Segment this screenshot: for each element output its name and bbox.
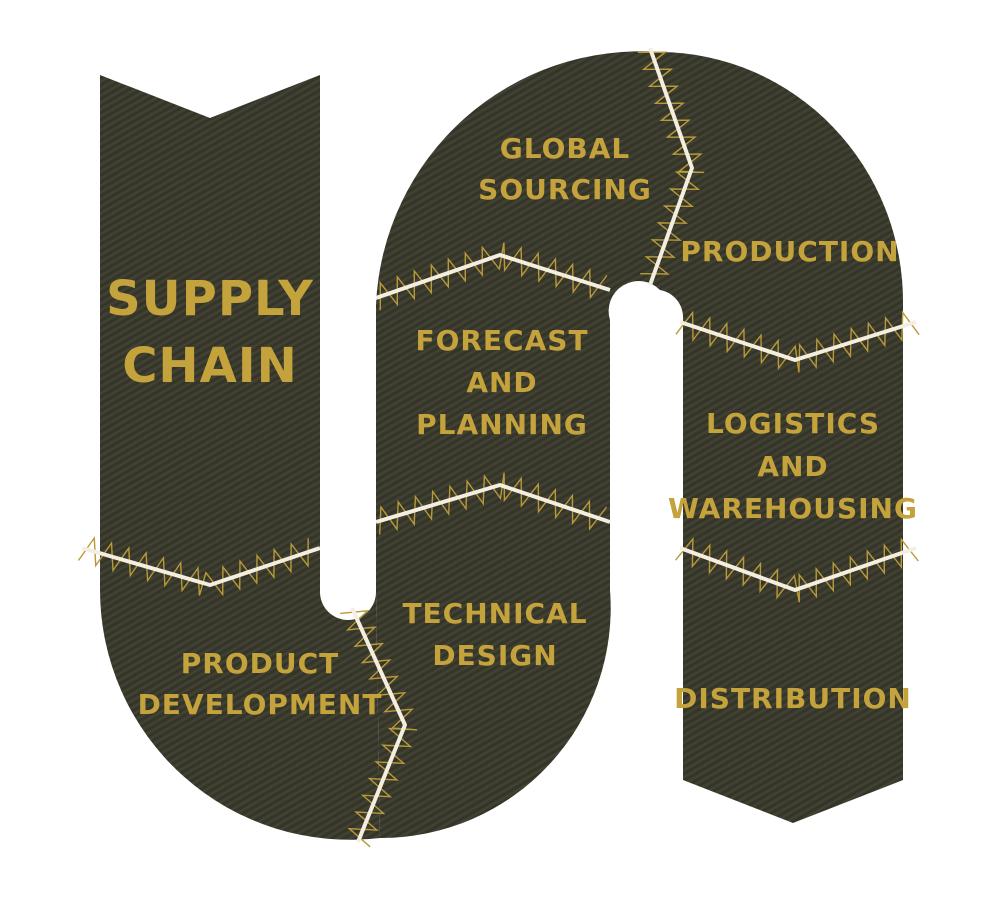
product-development-line-2: DEVELOPMENT: [138, 688, 383, 721]
title-line-1: SUPPLY: [106, 271, 314, 327]
title-line-2: CHAIN: [122, 338, 298, 394]
distribution-line-1: DISTRIBUTION: [674, 682, 912, 715]
global-sourcing-line-2: SOURCING: [478, 173, 652, 206]
technical-design-line-2: DESIGN: [432, 639, 557, 672]
logistics-warehousing-line-3: WAREHOUSING: [668, 492, 918, 525]
product-development-line-1: PRODUCT: [181, 647, 340, 680]
logistics-warehousing-line-2: AND: [757, 450, 828, 483]
ribbon-middle-column: [376, 51, 660, 839]
ribbon-right-column: [660, 52, 904, 823]
seam-middle-lower: [375, 472, 611, 535]
seam-right-upper: [675, 310, 920, 373]
technical-design-line-1: TECHNICAL: [402, 597, 587, 630]
production-line-1: PRODUCTION: [680, 235, 899, 268]
seam-right-lower: [674, 536, 919, 603]
global-sourcing-line-1: GLOBAL: [500, 132, 630, 165]
seam-middle-upper: [375, 242, 611, 311]
forecast-planning-line-1: FORECAST: [415, 324, 588, 357]
forecast-planning-line-2: AND: [466, 366, 537, 399]
forecast-planning-line-3: PLANNING: [416, 408, 588, 441]
seam-left-chevron: [77, 535, 321, 597]
seam-bottom-diagonal: [340, 607, 418, 848]
seam-top-diagonal: [637, 47, 705, 286]
logistics-warehousing-line-1: LOGISTICS: [706, 407, 880, 440]
stitched-seams: [77, 47, 920, 848]
ribbon-left-column: [99, 75, 380, 840]
